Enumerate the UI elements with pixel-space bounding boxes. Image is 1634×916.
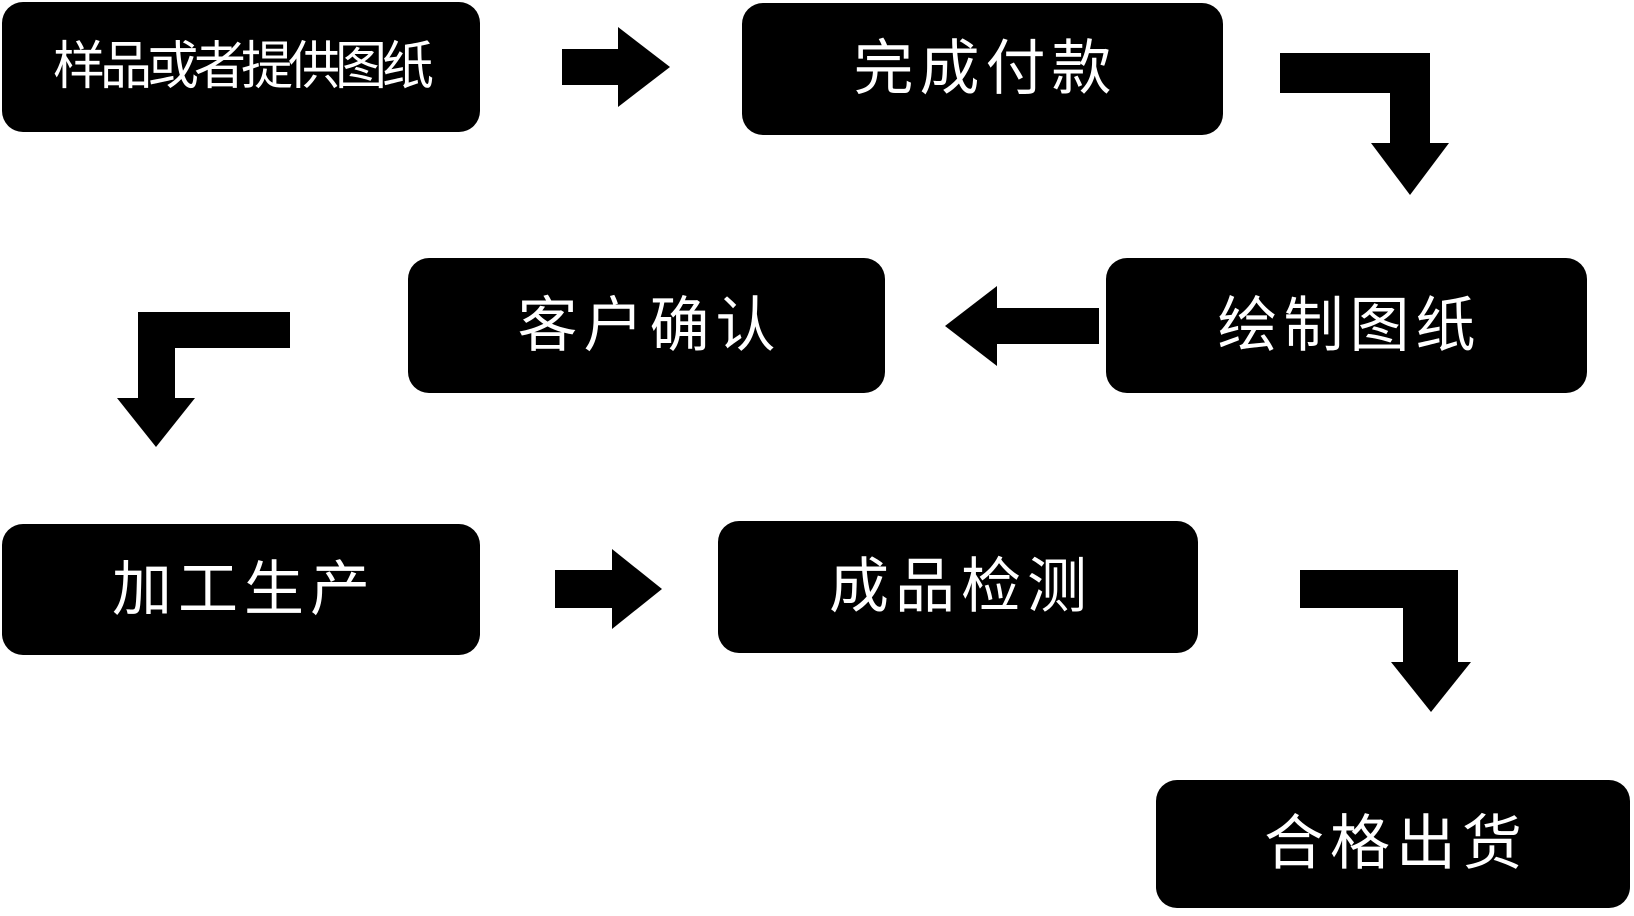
flow-node-draw-drawings: 绘制图纸 bbox=[1106, 258, 1587, 393]
arrow-right-icon bbox=[562, 27, 672, 107]
arrow-head bbox=[1371, 143, 1449, 195]
arrow-head bbox=[1391, 662, 1471, 712]
flow-node-label: 样品或者提供图纸 bbox=[52, 38, 434, 96]
flow-node-sample-or-drawings: 样品或者提供图纸 bbox=[2, 2, 480, 132]
flow-node-label: 完成付款 bbox=[853, 35, 1118, 102]
arrow-head bbox=[945, 286, 997, 366]
arrow-head bbox=[117, 398, 195, 447]
flow-node-label: 客户确认 bbox=[517, 291, 782, 359]
flow-node-label: 绘制图纸 bbox=[1217, 291, 1482, 359]
arrow-right-icon bbox=[555, 549, 662, 629]
arrow-shaft-vertical bbox=[1403, 570, 1458, 670]
flow-node-qualified-shipment: 合格出货 bbox=[1156, 780, 1630, 908]
arrow-shaft-vertical bbox=[138, 312, 175, 400]
arrow-left-icon bbox=[945, 286, 1101, 366]
arrow-head bbox=[618, 27, 670, 107]
arrow-shaft-vertical bbox=[1390, 53, 1430, 148]
elbow-arrow-down-icon bbox=[1300, 570, 1474, 712]
elbow-arrow-down-icon bbox=[1280, 53, 1452, 196]
flow-node-customer-confirmation: 客户确认 bbox=[408, 258, 885, 393]
elbow-arrow-down-icon bbox=[117, 312, 290, 447]
flow-node-label: 加工生产 bbox=[112, 555, 376, 623]
arrow-shaft bbox=[555, 570, 612, 608]
flow-node-label: 合格出货 bbox=[1264, 810, 1528, 877]
flow-node-product-inspection: 成品检测 bbox=[718, 521, 1198, 653]
arrow-shaft bbox=[997, 308, 1099, 344]
flow-node-processing-production: 加工生产 bbox=[2, 524, 480, 655]
flow-node-complete-payment: 完成付款 bbox=[742, 3, 1223, 135]
arrow-head bbox=[612, 549, 662, 629]
arrow-shaft bbox=[562, 49, 618, 85]
flow-node-label: 成品检测 bbox=[829, 553, 1093, 620]
